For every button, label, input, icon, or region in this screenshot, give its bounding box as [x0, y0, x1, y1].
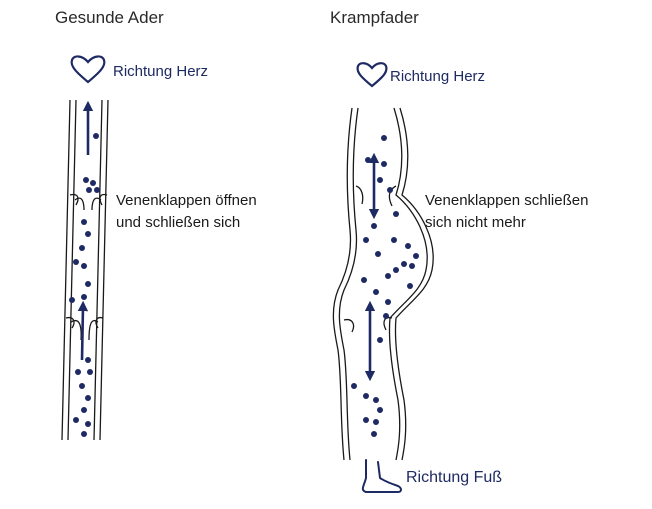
healthy-lower-valve-left [71, 321, 81, 340]
varicose-blood-cells [351, 135, 419, 437]
varicose-upper-valve-left [356, 186, 363, 204]
varicose-vein-outer-left-wall [333, 108, 352, 460]
arrow-up-icon [82, 306, 83, 360]
varicose-vein [333, 108, 433, 460]
varicose-lower-valve-right [384, 318, 392, 330]
heart-icon [72, 56, 105, 82]
heart-icon [358, 63, 387, 86]
varicose-lower-valve-left [344, 320, 354, 332]
varicose-vein-inner-left-wall [339, 108, 358, 460]
healthy-vein [62, 100, 108, 440]
varicose-vein-outer-right-wall [395, 108, 433, 460]
varicose-flow-arrows [370, 158, 374, 376]
foot-icon [363, 460, 401, 492]
